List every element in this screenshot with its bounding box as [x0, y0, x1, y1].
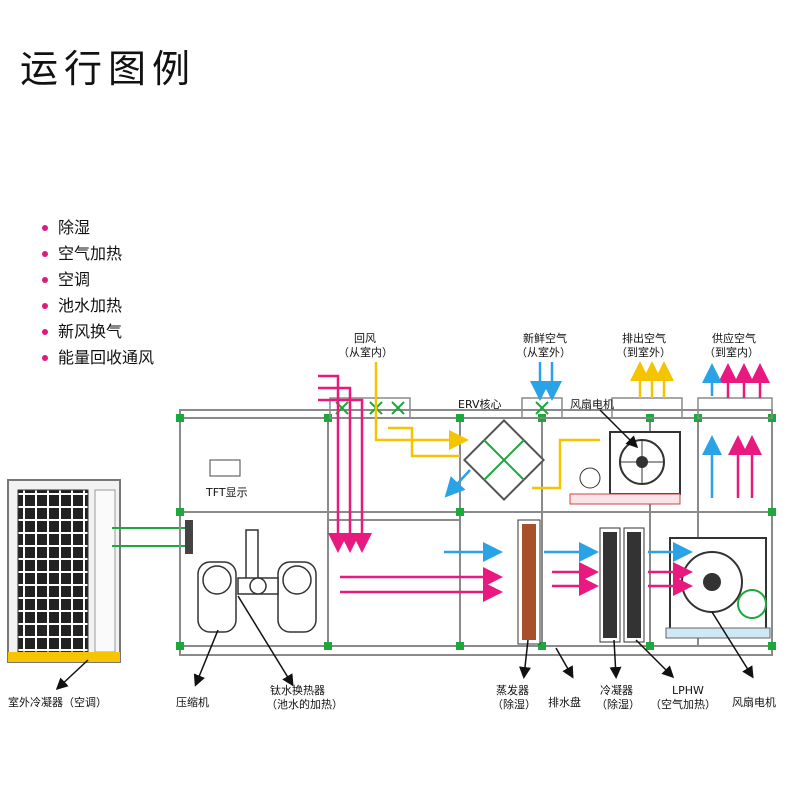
label-fan-motor-top: 风扇电机 — [570, 397, 614, 411]
label-ti-hx: 钛水换热器 — [270, 683, 325, 697]
tft-display — [209, 459, 241, 477]
duct-openings — [329, 397, 773, 419]
exhaust-air-arrows — [374, 361, 674, 490]
label-drain-pan: 排水盘 — [548, 695, 581, 709]
label-condenser-sub: （除湿） — [596, 697, 640, 711]
fan-icon — [569, 431, 681, 505]
legend-item: 新风换气 — [42, 319, 154, 345]
evaporator-coil — [517, 519, 541, 645]
compressor-icon — [197, 529, 317, 633]
label-fresh-air: 新鲜空气 — [523, 331, 567, 345]
erv-core — [462, 418, 546, 502]
label-fan-motor-bottom: 风扇电机 — [732, 695, 776, 709]
legend-item: 空气加热 — [42, 241, 154, 267]
outdoor-condenser-unit — [7, 479, 121, 663]
label-condenser: 冷凝器 — [600, 683, 633, 697]
legend: 除湿 空气加热 空调 池水加热 新风换气 能量回收通风 — [42, 215, 154, 371]
page-title: 运行图例 — [20, 47, 197, 91]
label-evaporator-sub: （除湿） — [492, 697, 536, 711]
bullet-icon — [42, 329, 48, 335]
condenser-coil — [599, 527, 645, 643]
damper-icon — [335, 401, 549, 415]
label-outdoor-condenser: 室外冷凝器（空调） — [8, 695, 107, 709]
label-tft-display: TFT显示 — [205, 486, 248, 499]
label-exhaust-air: 排出空气 — [622, 331, 666, 345]
label-exhaust-air-sub: （到室外） — [616, 345, 671, 359]
label-compressor: 压缩机 — [176, 695, 209, 709]
legend-item: 除湿 — [42, 215, 154, 241]
fresh-air-arrows — [444, 362, 722, 562]
bullet-icon — [42, 251, 48, 257]
bullet-icon — [42, 225, 48, 231]
legend-item: 能量回收通风 — [42, 345, 154, 371]
refrigerant-lines — [112, 527, 185, 547]
label-return-air: 回风 — [354, 332, 376, 345]
legend-item: 池水加热 — [42, 293, 154, 319]
label-supply-air-sub: （到室内） — [704, 345, 759, 359]
label-supply-air: 供应空气 — [712, 331, 756, 345]
label-return-air-sub: （从室内） — [338, 345, 393, 359]
label-evaporator: 蒸发器 — [496, 683, 529, 697]
label-erv-core: ERV核心 — [458, 397, 502, 411]
label-lphw-sub: （空气加热） — [650, 697, 716, 711]
return-air-arrows — [318, 363, 770, 602]
pipe-connector — [185, 520, 193, 554]
bullet-icon — [42, 277, 48, 283]
callout-lines — [55, 409, 754, 691]
legend-item: 空调 — [42, 267, 154, 293]
bullet-icon — [42, 355, 48, 361]
label-lphw: LPHW — [672, 684, 704, 697]
label-fresh-air-sub: （从室外） — [516, 345, 571, 359]
bullet-icon — [42, 303, 48, 309]
label-ti-hx-sub: （池水的加热） — [266, 697, 343, 711]
